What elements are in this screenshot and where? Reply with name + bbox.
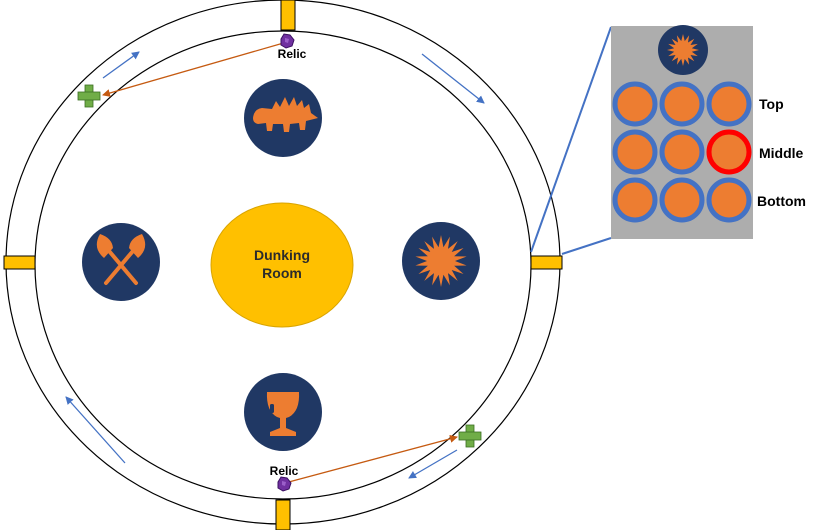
sun-icon	[415, 235, 467, 287]
slot-cell-highlighted[interactable]	[706, 129, 752, 175]
link-line	[102, 41, 288, 97]
link-line	[284, 434, 458, 484]
dunking-room-label-line2: Room	[262, 265, 302, 281]
panel-row-bottom	[612, 177, 752, 223]
panel-header-node	[658, 25, 708, 75]
slot-cell[interactable]	[612, 177, 658, 223]
slot-cell[interactable]	[659, 81, 705, 127]
door-detail-panel	[611, 25, 753, 239]
sun-icon	[667, 34, 699, 66]
relic-label: Relic	[270, 464, 299, 478]
door-left[interactable]	[3, 255, 36, 270]
node-left[interactable]	[82, 223, 160, 301]
ring-arrow	[65, 396, 126, 464]
zoom-connector	[530, 26, 612, 253]
panel-row-middle	[612, 129, 752, 175]
slot-cell[interactable]	[659, 129, 705, 175]
row-label-middle: Middle	[759, 145, 804, 161]
door-top[interactable]	[280, 0, 296, 31]
row-label-top: Top	[759, 96, 784, 112]
plus-marker[interactable]	[458, 424, 482, 448]
plus-marker[interactable]	[77, 84, 101, 108]
relic-icon[interactable]	[277, 476, 292, 492]
relic-icon[interactable]	[280, 33, 295, 49]
zoom-connector	[561, 237, 612, 255]
slot-cell[interactable]	[612, 81, 658, 127]
relic-label: Relic	[278, 47, 307, 61]
slot-cell[interactable]	[706, 177, 752, 223]
slot-cell[interactable]	[659, 177, 705, 223]
ring-arrow	[102, 51, 140, 79]
ring-arrow	[421, 53, 485, 104]
door-right[interactable]	[530, 255, 563, 270]
node-right[interactable]	[402, 222, 480, 300]
dunking-room[interactable]	[210, 202, 354, 328]
crossed-axes-icon	[96, 234, 146, 285]
slot-cell[interactable]	[612, 129, 658, 175]
panel-row-top	[612, 81, 752, 127]
slot-cell[interactable]	[706, 81, 752, 127]
node-top[interactable]	[244, 79, 322, 157]
node-bottom[interactable]	[244, 373, 322, 451]
ring-arrow	[408, 449, 458, 479]
stegosaurus-icon	[253, 97, 318, 132]
goblet-icon	[266, 392, 300, 436]
row-label-bottom: Bottom	[757, 193, 806, 209]
dunking-room-label-line1: Dunking	[254, 247, 310, 263]
door-bottom[interactable]	[275, 499, 291, 530]
